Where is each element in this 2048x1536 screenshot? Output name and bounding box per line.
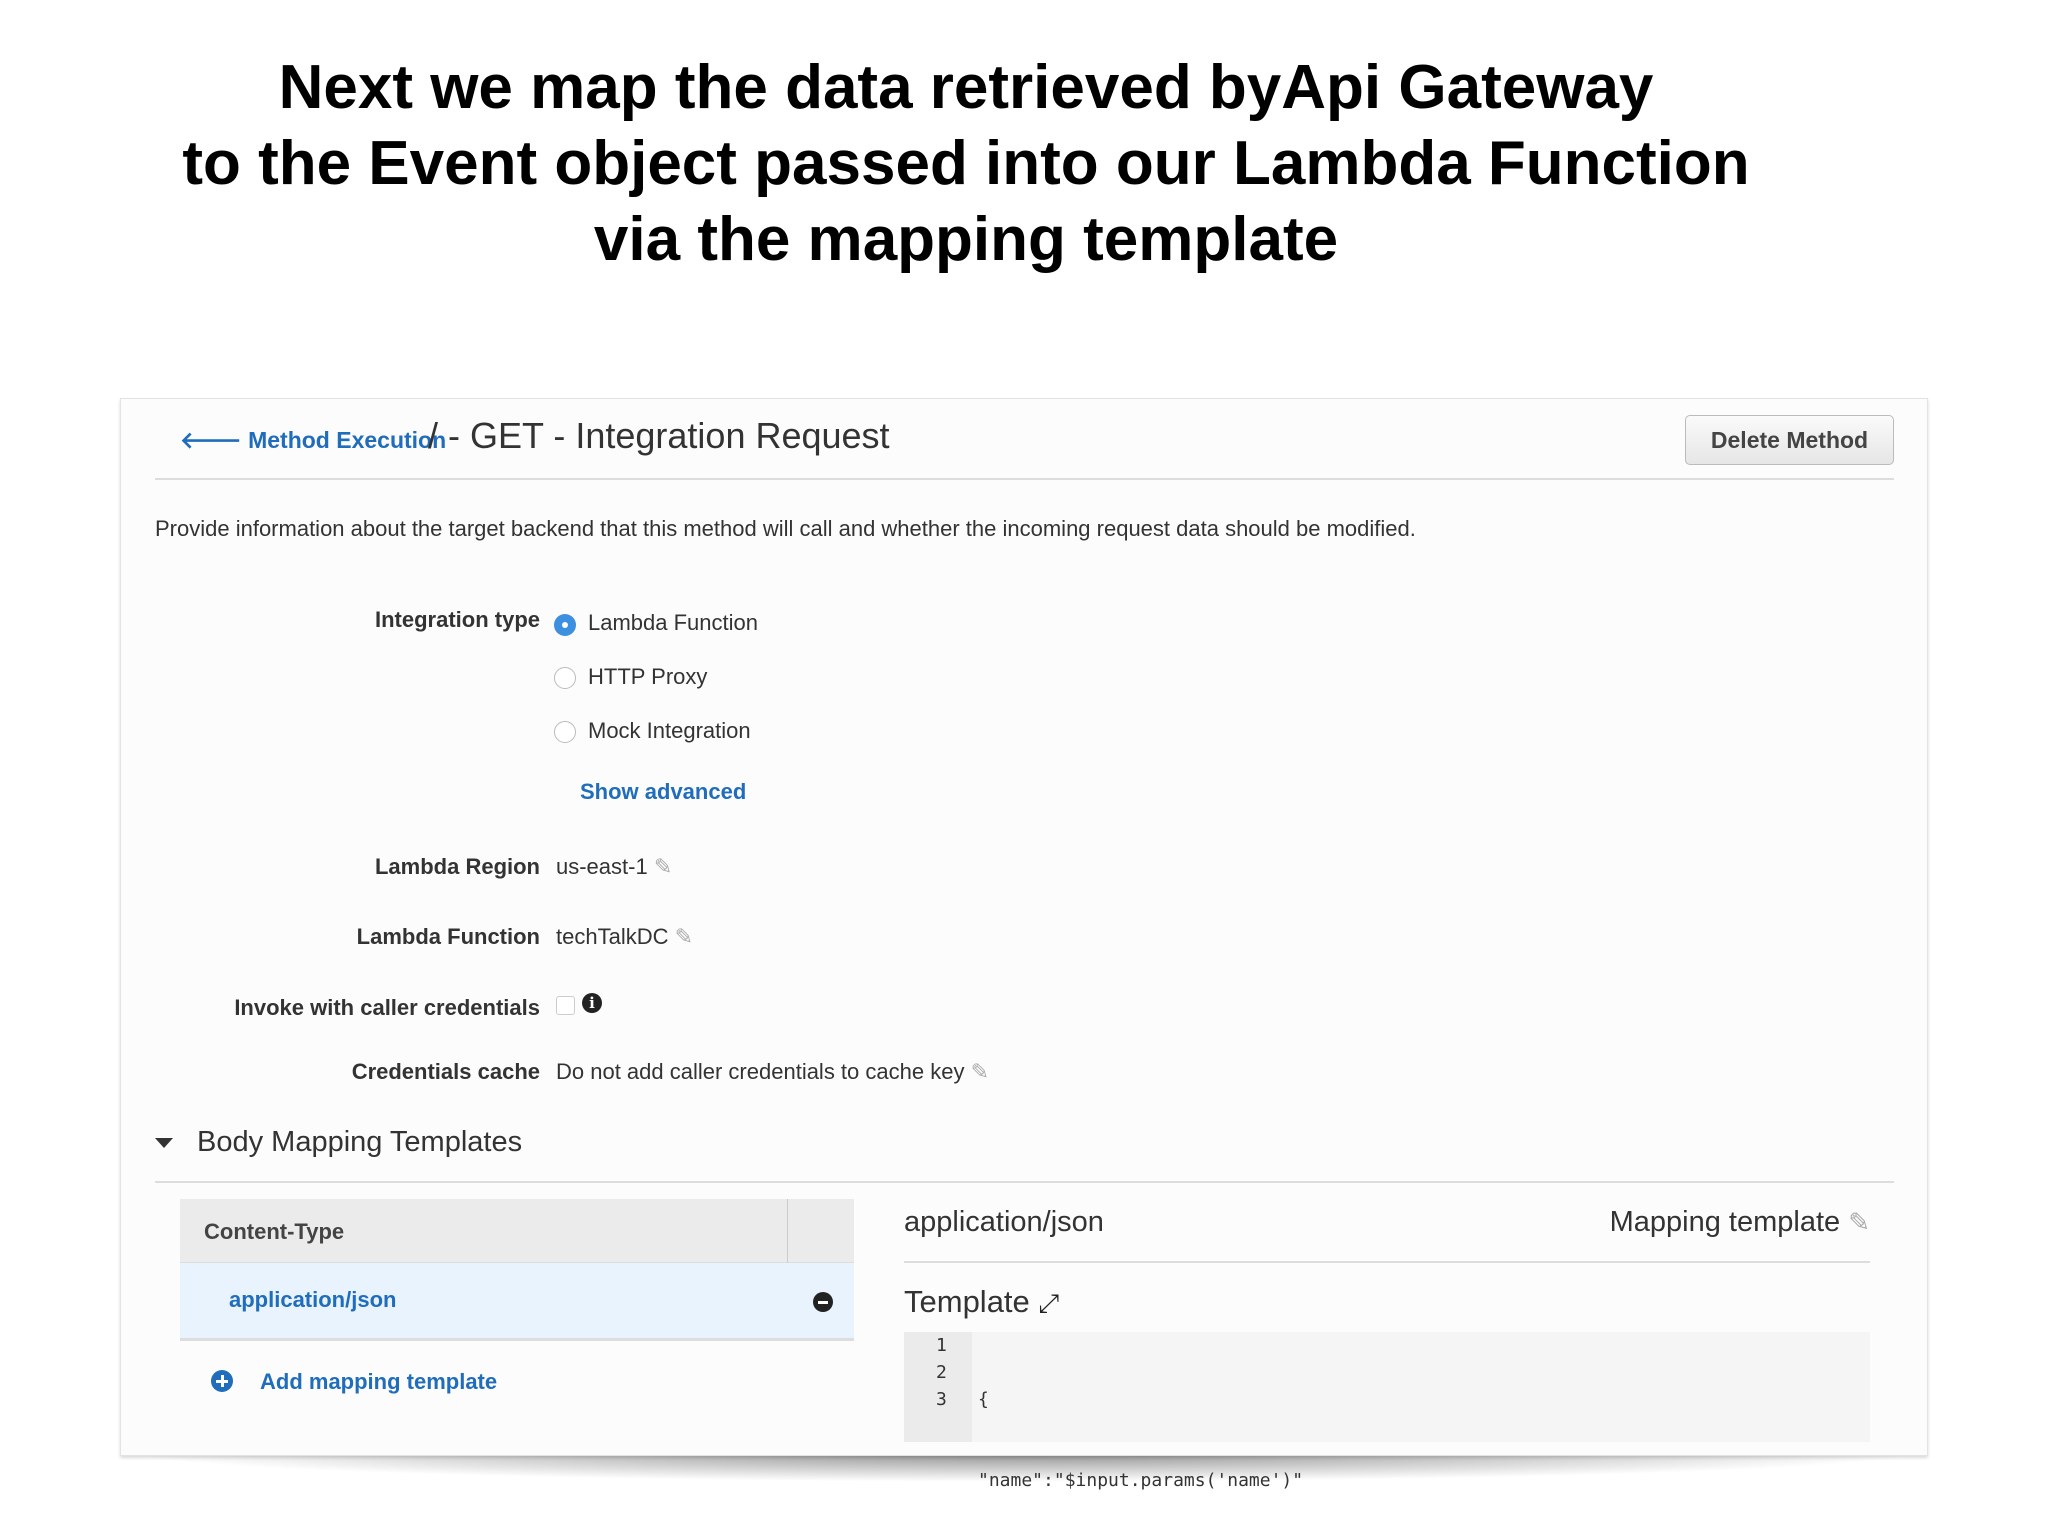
page-title: / - GET - Integration Request [428, 415, 890, 456]
line-number: 1 [936, 1335, 947, 1356]
slide-title: Next we map the data retrieved byApi Gat… [0, 50, 1932, 278]
lambda-region-text: us-east-1 [556, 854, 648, 879]
arrow-left-icon: 🡐 [180, 427, 249, 453]
template-heading: Template ⤢ [904, 1284, 1059, 1320]
content-type-header: Content-Type [180, 1199, 854, 1263]
title-line: Next we map the data retrieved byApi Gat… [278, 53, 1654, 122]
pencil-icon[interactable]: ✎ [674, 924, 694, 949]
add-mapping-template-link[interactable]: Add mapping template [260, 1369, 498, 1394]
add-icon[interactable] [211, 1370, 233, 1392]
show-advanced-link[interactable]: Show advanced [580, 779, 747, 804]
delete-method-button[interactable]: Delete Method [1685, 415, 1894, 465]
credentials-cache-text: Do not add caller credentials to cache k… [556, 1059, 965, 1084]
line-number: 2 [936, 1362, 947, 1383]
column-divider [787, 1199, 788, 1263]
option-lambda-function[interactable]: Lambda Function [588, 610, 758, 635]
integration-type-label: Integration type [374, 607, 540, 632]
option-http-proxy[interactable]: HTTP Proxy [588, 664, 708, 689]
pencil-icon[interactable]: ✎ [653, 854, 673, 879]
content-type-value[interactable]: application/json [229, 1287, 397, 1312]
line-number-gutter [904, 1332, 972, 1442]
mapping-template-label: Mapping template [1609, 1206, 1841, 1238]
content-type-header-label: Content-Type [204, 1219, 345, 1244]
lambda-function-text: techTalkDC [556, 924, 669, 949]
expand-icon[interactable]: ⤢ [1038, 1288, 1060, 1318]
mapping-template-select[interactable]: Mapping template ✎ [1610, 1206, 1870, 1239]
template-editor[interactable] [904, 1332, 1870, 1442]
table-row[interactable]: application/json [180, 1263, 854, 1341]
back-link-label: Method Execution [248, 427, 447, 453]
title-line: via the mapping template [593, 205, 1339, 274]
line-numbers: 1 2 3 [936, 1332, 947, 1413]
title-line: to the Event object passed into our Lamb… [182, 129, 1750, 198]
line-number: 3 [936, 1389, 947, 1410]
pencil-icon[interactable]: ✎ [1848, 1207, 1870, 1237]
info-icon[interactable]: i [582, 993, 602, 1013]
lambda-function-label: Lambda Function [356, 924, 540, 949]
code-line[interactable]: { [978, 1389, 989, 1410]
method-execution-link[interactable]: 🡐 Method Execution [180, 426, 446, 454]
caret-down-icon[interactable] [155, 1138, 173, 1148]
divider [155, 478, 1894, 480]
template-label: Template [904, 1284, 1030, 1319]
invoke-credentials-checkbox[interactable] [556, 996, 575, 1015]
description: Provide information about the target bac… [155, 516, 1416, 541]
divider [155, 1181, 1894, 1183]
code-lines[interactable]: { "name":"$input.params('name')" } [978, 1332, 1303, 1536]
credentials-cache-label: Credentials cache [351, 1059, 540, 1084]
remove-icon[interactable] [813, 1292, 833, 1312]
credentials-cache-value: Do not add caller credentials to cache k… [556, 1059, 989, 1085]
lambda-region-label: Lambda Region [374, 854, 540, 879]
panel-shadow [120, 1452, 1928, 1482]
radio-mock-integration[interactable] [554, 721, 576, 743]
invoke-credentials-label: Invoke with caller credentials [234, 995, 540, 1020]
lambda-region-value: us-east-1 ✎ [556, 854, 672, 880]
body-mapping-templates-heading[interactable]: Body Mapping Templates [197, 1126, 523, 1158]
code-line[interactable]: "name":"$input.params('name')" [978, 1470, 1304, 1491]
divider [904, 1261, 1870, 1263]
detail-content-type: application/json [904, 1206, 1104, 1238]
radio-lambda-function[interactable] [554, 614, 576, 636]
lambda-function-value: techTalkDC ✎ [556, 924, 693, 950]
option-mock-integration[interactable]: Mock Integration [588, 718, 751, 743]
pencil-icon[interactable]: ✎ [970, 1059, 990, 1084]
radio-http-proxy[interactable] [554, 667, 576, 689]
